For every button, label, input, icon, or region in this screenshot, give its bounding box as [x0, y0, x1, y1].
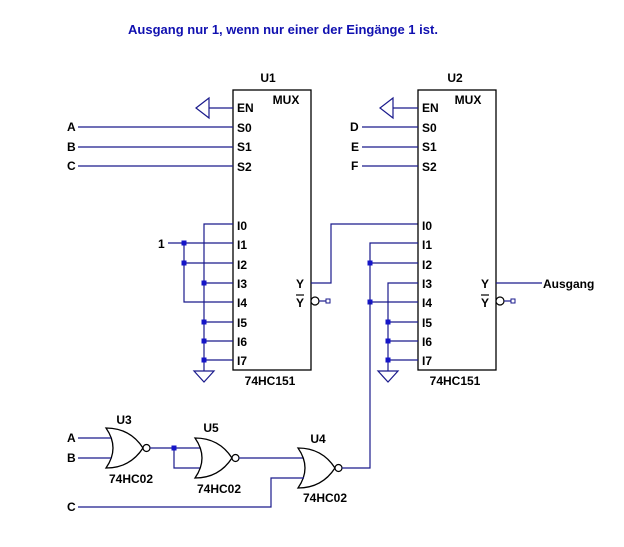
nor-gate-u4-input-c: C [67, 500, 76, 514]
mux-u1-pin-i1: I1 [237, 238, 247, 252]
nor-u4-to-mux-u2-wire [342, 302, 371, 469]
mux-u1-pin-i6: I6 [237, 335, 247, 349]
mux-u2-pin-i6: I6 [422, 335, 432, 349]
mux-u2-pin-y: Y [481, 277, 489, 291]
output-label: Ausgang [543, 277, 594, 291]
mux-u2-pin-i5: I5 [422, 316, 432, 330]
diagram-title: Ausgang nur 1, wenn nur einer der Eingän… [128, 22, 438, 37]
junction-dot [367, 260, 373, 266]
mux-u1-pin-s1: S1 [237, 140, 252, 154]
mux-u1-pin-s2: S2 [237, 160, 252, 174]
junction-dot [385, 338, 391, 344]
mux-u2-input-d: D [350, 120, 359, 134]
nor-gate-u5-refdes: U5 [203, 421, 219, 435]
mux-u2-pin-i0: I0 [422, 219, 432, 233]
junction-dot [385, 357, 391, 363]
mux-u2-pin-i7: I7 [422, 354, 432, 368]
junction-dot [181, 260, 187, 266]
mux-u2-ybar-bubble [495, 296, 505, 306]
nor-gate-u4-part: 74HC02 [303, 491, 347, 505]
mux-u2-pin-i4: I4 [422, 296, 432, 310]
junction-dot [181, 240, 187, 246]
mux-u2-pin-s1: S1 [422, 140, 437, 154]
nor-gate-u3-body [104, 427, 144, 469]
mux-u2-function: MUX [455, 93, 482, 107]
mux-u1-ybar-bubble [310, 296, 320, 306]
nor-gate-u3-input-a: A [67, 431, 76, 445]
mux-u2-i1-i4-wire [369, 242, 418, 303]
mux-u1-i1-i4-wire [183, 243, 233, 303]
mux-u1-function: MUX [273, 93, 300, 107]
junction-dot [201, 319, 207, 325]
mux-u1-gnd-bus [203, 223, 233, 371]
nor-gate-u4: U4 74HC02 C [67, 432, 347, 514]
nor-gate-u3-input-b: B [67, 451, 76, 465]
mux-u2-pin-i1: I1 [422, 238, 432, 252]
mux-u1-pin-y: Y [296, 277, 304, 291]
mux-u1-pin-ybar: Y [296, 296, 304, 310]
mux-u1-pin-i3: I3 [237, 277, 247, 291]
mux-u2-input-f: F [351, 159, 358, 173]
mux-u1-ground-icon [192, 370, 216, 383]
nor-gate-u5-body [193, 437, 233, 479]
nor-u5-tied-input-wire [173, 448, 200, 469]
mux-u1: U1 MUX 74HC151 EN S0 S1 S2 I0 I1 I2 I3 I… [67, 71, 331, 388]
mux-u2: U2 MUX 74HC151 EN S0 S1 S2 I0 I1 I2 I3 I… [350, 71, 594, 388]
mux-u2-en-ground-icon [379, 96, 394, 120]
mux-u2-input-e: E [351, 140, 359, 154]
nor-gate-u5: U5 74HC02 [193, 421, 241, 496]
mux-u2-ground-icon [376, 370, 400, 383]
mux-u1-pin-i4: I4 [237, 296, 247, 310]
nor-gate-u3-bubble [142, 443, 151, 453]
mux-u1-pin-i5: I5 [237, 316, 247, 330]
nor-gate-u5-bubble [231, 453, 240, 463]
mux-u2-pin-i2: I2 [422, 258, 432, 272]
mux-u2-refdes: U2 [447, 71, 463, 85]
mux-u1-part: 74HC151 [245, 374, 296, 388]
mux-u1-pin-s0: S0 [237, 121, 252, 135]
junction-dot [201, 357, 207, 363]
junction-dot [201, 338, 207, 344]
mux-u2-pin-s0: S0 [422, 121, 437, 135]
mux-u1-input-b: B [67, 140, 76, 154]
junction-dot [385, 319, 391, 325]
mux-u1-input-one: 1 [158, 237, 165, 251]
mux-u2-part: 74HC151 [430, 374, 481, 388]
nor-gate-u4-input-c-wire [78, 477, 304, 508]
mux-u1-input-c: C [67, 159, 76, 173]
mux-u1-refdes: U1 [260, 71, 276, 85]
mux-u2-pin-ybar: Y [481, 296, 489, 310]
mux-u1-pin-i2: I2 [237, 258, 247, 272]
mux-u1-ybar-terminal [325, 298, 331, 304]
mux-u2-body [417, 89, 497, 371]
mux-u2-gnd-bus [387, 282, 418, 371]
mux-u1-pin-i7: I7 [237, 354, 247, 368]
mux-u1-pin-en: EN [237, 101, 254, 115]
nor-gate-u3-part: 74HC02 [109, 472, 153, 486]
mux-u2-pin-en: EN [422, 101, 439, 115]
nor-gate-u5-part: 74HC02 [197, 482, 241, 496]
nor-gate-u3-refdes: U3 [116, 413, 132, 427]
nor-gate-u4-bubble [334, 463, 343, 473]
mux-u1-y-to-mux-u2-i0-wire [311, 223, 418, 284]
mux-u2-pin-i3: I3 [422, 277, 432, 291]
mux-u1-body [232, 89, 312, 371]
junction-dot [201, 280, 207, 286]
mux-u1-input-a: A [67, 120, 76, 134]
mux-u2-ybar-terminal [510, 298, 516, 304]
nor-gate-u3: U3 74HC02 A B [67, 413, 153, 486]
mux-u1-en-ground-icon [195, 96, 210, 120]
mux-u2-pin-s2: S2 [422, 160, 437, 174]
mux-u1-pin-i0: I0 [237, 219, 247, 233]
nor-gate-u4-refdes: U4 [310, 432, 326, 446]
nor-gate-u4-body [296, 447, 336, 489]
junction-dot [171, 445, 177, 451]
